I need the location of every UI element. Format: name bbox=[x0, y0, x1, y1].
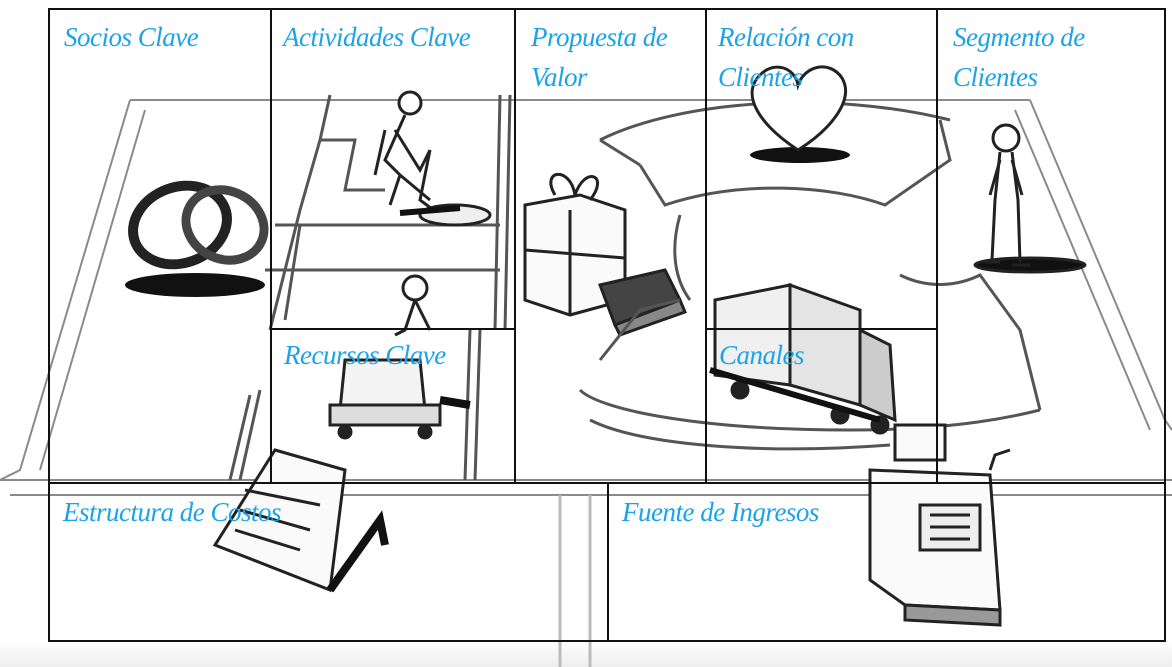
arrow-band-sketch bbox=[578, 101, 1042, 451]
label-propuesta-valor-1: Propuesta de bbox=[531, 22, 668, 52]
label-segmento-clientes-1: Segmento de bbox=[953, 22, 1085, 52]
standing-person-icon bbox=[973, 123, 1087, 274]
cell-socios-clave bbox=[48, 8, 272, 484]
cell-relacion-clientes bbox=[705, 8, 938, 330]
label-socios-clave: Socios Clave bbox=[64, 22, 199, 52]
label-recursos-clave: Recursos Clave bbox=[284, 340, 446, 370]
label-relacion-clientes-1: Relación con bbox=[718, 22, 854, 52]
label-canales: Canales bbox=[719, 340, 805, 370]
gift-box-icon bbox=[523, 172, 687, 337]
label-segmento-clientes-2: Clientes bbox=[953, 62, 1038, 92]
cell-fuente-ingresos bbox=[607, 482, 1166, 642]
label-propuesta-valor-2: Valor bbox=[531, 62, 588, 92]
interlocked-rings-icon bbox=[125, 180, 269, 297]
stairs-sketch bbox=[228, 94, 512, 481]
worker-digging-icon bbox=[373, 90, 492, 227]
heart-icon bbox=[750, 65, 850, 163]
delivery-truck-icon bbox=[709, 282, 897, 435]
paper-invoice-icon bbox=[212, 448, 389, 593]
label-actividades-clave: Actividades Clave bbox=[283, 22, 471, 52]
label-relacion-clientes-2: Clientes bbox=[718, 62, 803, 92]
person-pushing-cart-icon bbox=[328, 274, 471, 440]
cash-register-icon bbox=[868, 423, 1011, 627]
label-estructura-costos: Estructura de Costos bbox=[63, 497, 282, 527]
cell-actividades-clave bbox=[270, 8, 516, 330]
label-fuente-ingresos: Fuente de Ingresos bbox=[622, 497, 819, 527]
